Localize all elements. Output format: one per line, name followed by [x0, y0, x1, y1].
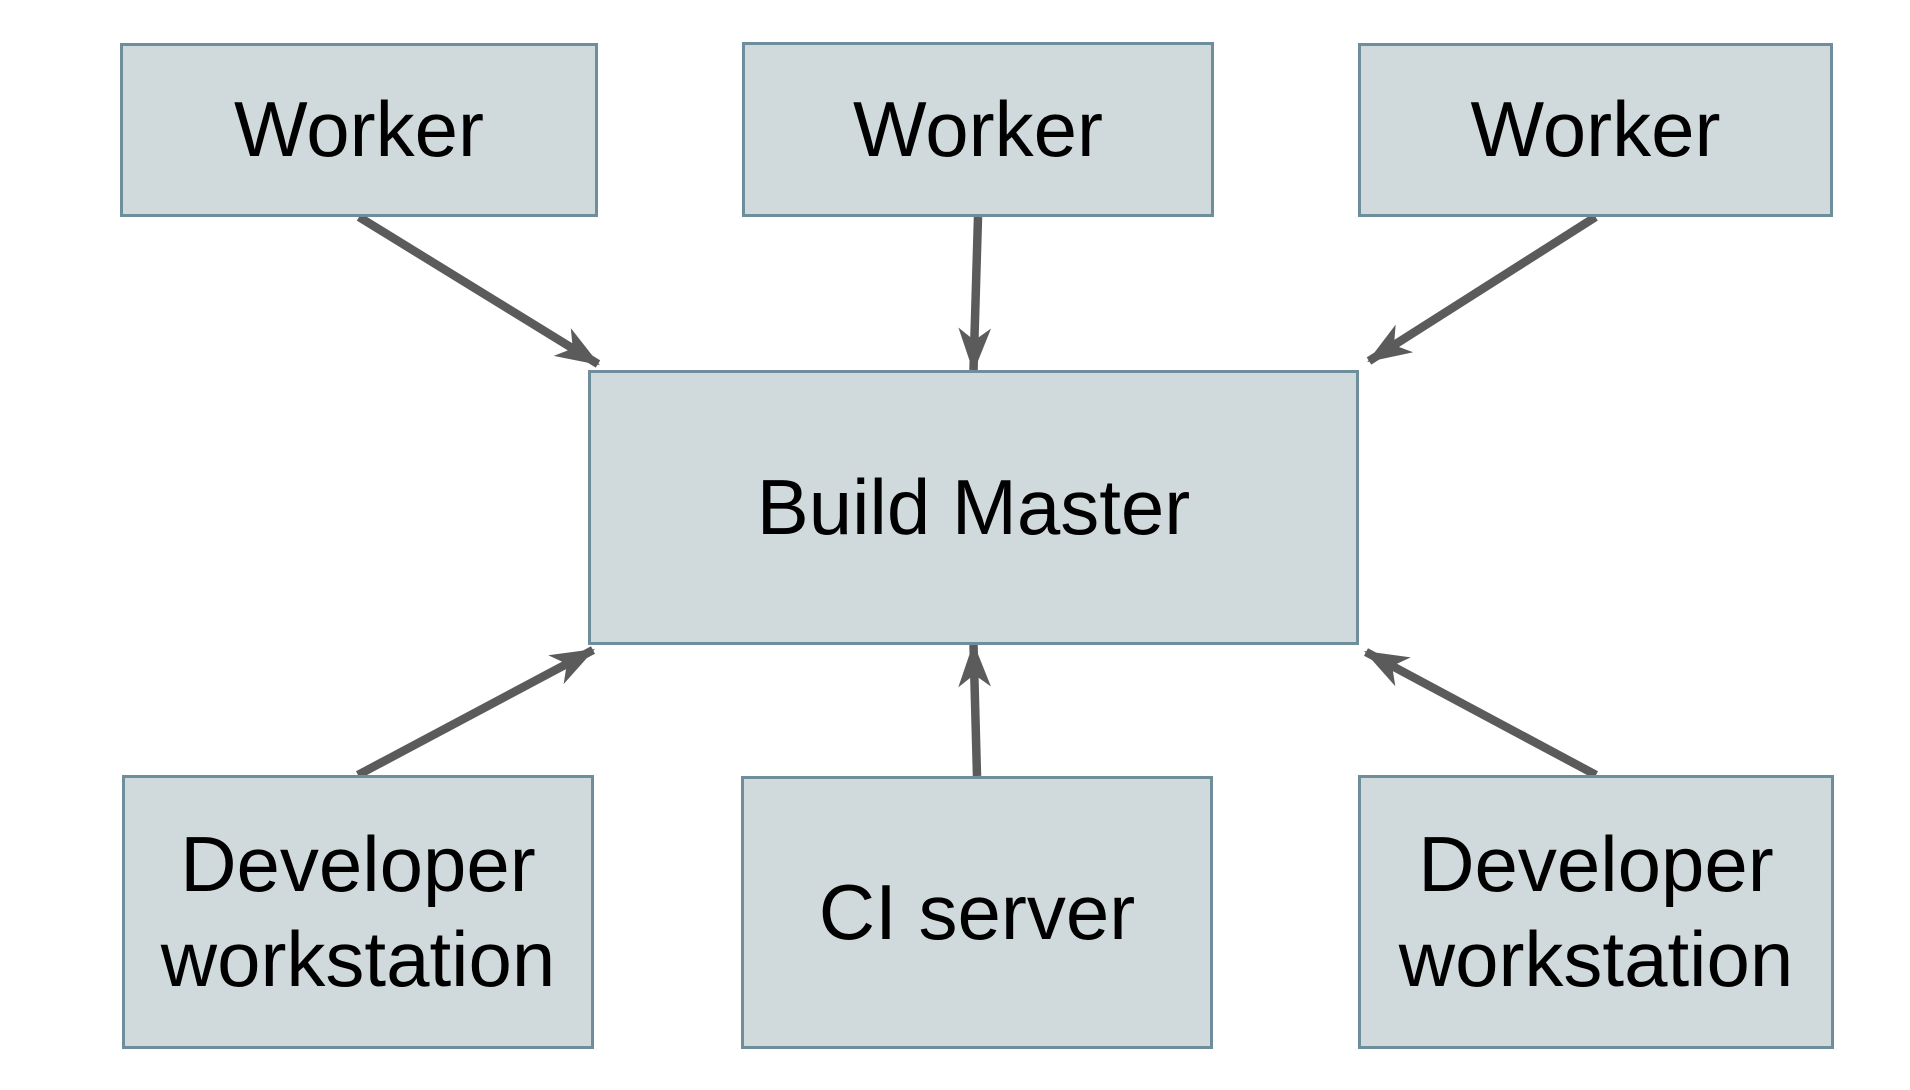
node-worker-1: Worker	[120, 43, 598, 217]
node-worker-2-label: Worker	[853, 84, 1103, 173]
node-worker-3: Worker	[1358, 43, 1833, 217]
node-build-master-label: Build Master	[756, 462, 1191, 551]
arrow-ci-server-to-build-master	[958, 642, 991, 777]
arrow-dev-workstation-right-to-build-master	[1363, 648, 1599, 779]
node-ci-server-label: CI server	[818, 867, 1136, 956]
node-developer-workstation-right-label: Developer workstation	[1398, 819, 1794, 1003]
arrow-worker-3-to-build-master	[1366, 213, 1598, 365]
arrow-worker-1-to-build-master	[356, 213, 601, 368]
node-worker-1-label: Worker	[234, 85, 484, 174]
node-developer-workstation-left-label: Developer workstation	[160, 819, 556, 1003]
node-worker-3-label: Worker	[1470, 85, 1721, 174]
node-developer-workstation-right: Developer workstation	[1358, 775, 1834, 1049]
node-build-master: Build Master	[588, 370, 1359, 645]
arrow-dev-workstation-left-to-build-master	[356, 646, 595, 779]
node-developer-workstation-left: Developer workstation	[122, 775, 594, 1049]
arrow-worker-2-to-build-master	[958, 216, 992, 373]
node-ci-server: CI server	[741, 776, 1213, 1049]
node-worker-2: Worker	[742, 42, 1214, 217]
